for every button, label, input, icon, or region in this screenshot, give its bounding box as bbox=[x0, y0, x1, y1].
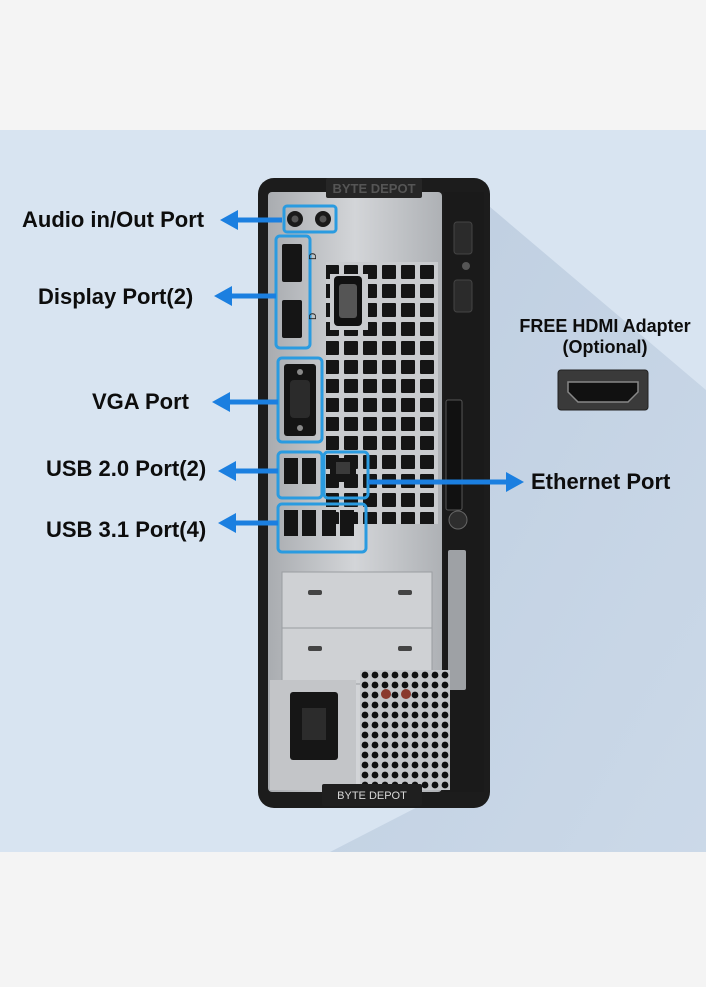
bottom-brand-plate bbox=[322, 784, 422, 806]
svg-text:D: D bbox=[308, 313, 319, 320]
callout-arrows bbox=[212, 210, 524, 533]
top-brand-text: BYTE DEPOT bbox=[332, 181, 415, 196]
usb3-ports bbox=[276, 502, 368, 554]
pc-rear-illustration: BYTE DEPOT D D IOIOI bbox=[212, 178, 706, 852]
expansion-slots bbox=[281, 571, 433, 685]
audio-port-label: Audio in/Out Port bbox=[22, 207, 205, 232]
svg-text:BYTE DEPOT: BYTE DEPOT bbox=[337, 790, 407, 802]
usb2-port-label: USB 2.0 Port(2) bbox=[46, 456, 207, 481]
hdmi-adapter-note: (Optional) bbox=[562, 337, 648, 357]
ethernet-port-label: Ethernet Port bbox=[531, 469, 671, 494]
top-brand-plate bbox=[326, 178, 422, 198]
audio-jacks bbox=[282, 204, 338, 234]
usb3-port-label: USB 3.1 Port(4) bbox=[46, 517, 207, 542]
product-image-panel: BYTE DEPOT D D IOIOI bbox=[0, 130, 706, 852]
display-port-label: Display Port(2) bbox=[38, 284, 194, 309]
hdmi-adapter-title: FREE HDMI Adapter bbox=[519, 316, 691, 336]
case-shadow bbox=[330, 190, 706, 852]
hdmi-adapter-icon bbox=[557, 369, 649, 411]
display-ports: D D bbox=[274, 234, 319, 350]
ethernet-port bbox=[322, 450, 370, 500]
svg-text:D: D bbox=[308, 253, 319, 260]
vga-port-label: VGA Port bbox=[92, 389, 189, 414]
vga-port bbox=[276, 356, 324, 444]
usb2-ports bbox=[276, 450, 324, 500]
power-supply bbox=[270, 670, 450, 790]
hdmi-adapter-caption: FREE HDMI Adapter (Optional) bbox=[508, 316, 702, 358]
